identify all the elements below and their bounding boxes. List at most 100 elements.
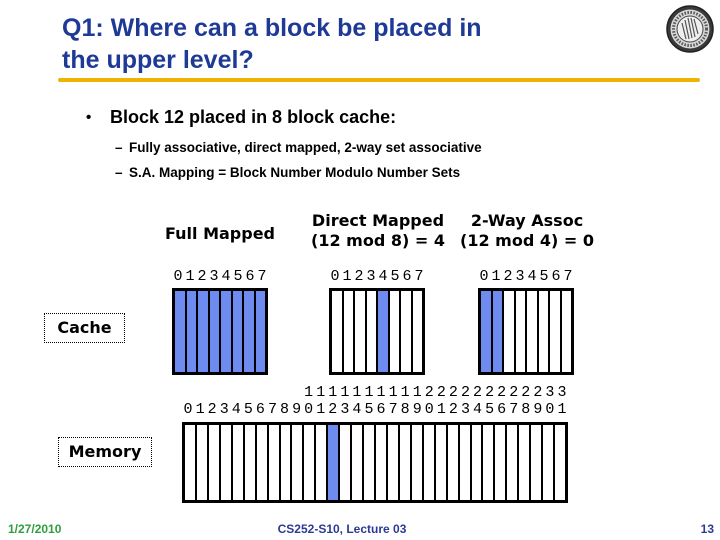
block-cell [186, 291, 196, 372]
main-bullet-text: Block 12 placed in 8 block cache: [110, 107, 397, 127]
block-cell [343, 291, 353, 372]
digit-cell [182, 384, 194, 401]
block-cell [328, 425, 339, 500]
digit-cell: 6 [497, 401, 507, 418]
digit-cell [218, 384, 230, 401]
digit-cell: 5 [233, 268, 243, 285]
column-title: Direct Mapped [311, 211, 445, 230]
dash-icon: – [115, 140, 123, 155]
block-cell [355, 291, 365, 372]
cache-label: Cache [44, 313, 125, 343]
main-bullet: •Block 12 placed in 8 block cache: [86, 107, 396, 128]
memory-label: Memory [58, 437, 152, 467]
block-cell [232, 291, 242, 372]
block-cell [220, 425, 231, 500]
column-header-direct-mapped: Direct Mapped (12 mod 8) = 4 [311, 211, 445, 251]
digit-cell: 7 [563, 268, 573, 285]
block-cell [401, 291, 411, 372]
digit-cell: 2 [197, 268, 207, 285]
block-cell [268, 425, 279, 500]
digit-cell: 2 [460, 384, 470, 401]
block-cell [221, 291, 231, 372]
column-title: 2-Way Assoc [470, 211, 584, 230]
digit-cell: 4 [473, 401, 483, 418]
digit-cell: 2 [448, 384, 458, 401]
digit-cell: 1 [400, 384, 410, 401]
block-cell [376, 425, 386, 500]
digit-cell: 0 [545, 401, 555, 418]
digit-cell [230, 384, 242, 401]
cache-array-direct-mapped [329, 288, 425, 375]
block-cell [208, 425, 219, 500]
block-cell [515, 291, 525, 372]
digit-cell: 5 [243, 401, 253, 418]
digit-cell: 6 [551, 268, 561, 285]
digit-cell: 2 [503, 268, 513, 285]
block-cell [447, 425, 458, 500]
page-title-line2: the upper level? [62, 46, 254, 74]
digit-cell: 2 [207, 401, 217, 418]
digit-cell: 4 [527, 268, 537, 285]
digit-cell: 9 [533, 401, 543, 418]
digit-cell: 1 [185, 268, 195, 285]
block-cell [555, 425, 565, 500]
block-cell [389, 291, 399, 372]
digit-cell: 8 [280, 401, 290, 418]
dash-icon: – [115, 165, 123, 180]
block-cell [209, 291, 219, 372]
block-cell [340, 425, 351, 500]
block-cell [352, 425, 363, 500]
digit-cell: 2 [533, 384, 543, 401]
digit-cell [194, 384, 206, 401]
block-cell [185, 425, 195, 500]
block-cell [292, 425, 303, 500]
digit-cell: 6 [255, 401, 265, 418]
block-cell [280, 425, 291, 500]
digit-cell: 5 [485, 401, 495, 418]
digit-cell: 2 [521, 384, 531, 401]
digit-cell: 8 [400, 401, 410, 418]
digit-cell: 3 [460, 401, 470, 418]
block-cell [244, 425, 255, 500]
footer-page-number: 13 [700, 522, 714, 536]
digit-cell: 3 [545, 384, 555, 401]
digit-cell: 0 [183, 401, 193, 418]
block-cell [256, 425, 267, 500]
page-title: Q1: Where can a block be placed in the u… [62, 12, 482, 76]
block-cell [519, 425, 530, 500]
digit-cell: 1 [557, 401, 567, 418]
digit-cell: 5 [390, 268, 400, 285]
digit-cell: 2 [485, 384, 495, 401]
digit-cell: 2 [473, 384, 483, 401]
block-cell [412, 291, 422, 372]
block-cell [435, 425, 446, 500]
digit-cell: 6 [402, 268, 412, 285]
block-cell [495, 425, 506, 500]
digit-cell: 0 [304, 401, 314, 418]
page-title-line1: Q1: Where can a block be placed in [62, 14, 482, 42]
digit-cell: 0 [424, 401, 434, 418]
block-cell [550, 291, 560, 372]
block-cell [459, 425, 470, 500]
digit-cell: 4 [378, 268, 388, 285]
digit-cell: 1 [328, 384, 338, 401]
block-cell [244, 291, 254, 372]
digit-cell [254, 384, 266, 401]
digit-cell: 3 [515, 268, 525, 285]
digit-cell: 2 [328, 401, 338, 418]
block-cell [411, 425, 422, 500]
block-cell [399, 425, 410, 500]
digit-cell: 4 [352, 401, 362, 418]
column-title: Full Mapped [165, 224, 275, 243]
digit-cell: 1 [364, 384, 374, 401]
digit-cell [279, 384, 291, 401]
digit-cell: 3 [219, 401, 229, 418]
block-cell [316, 425, 327, 500]
block-cell [196, 425, 207, 500]
block-cell [387, 425, 398, 500]
